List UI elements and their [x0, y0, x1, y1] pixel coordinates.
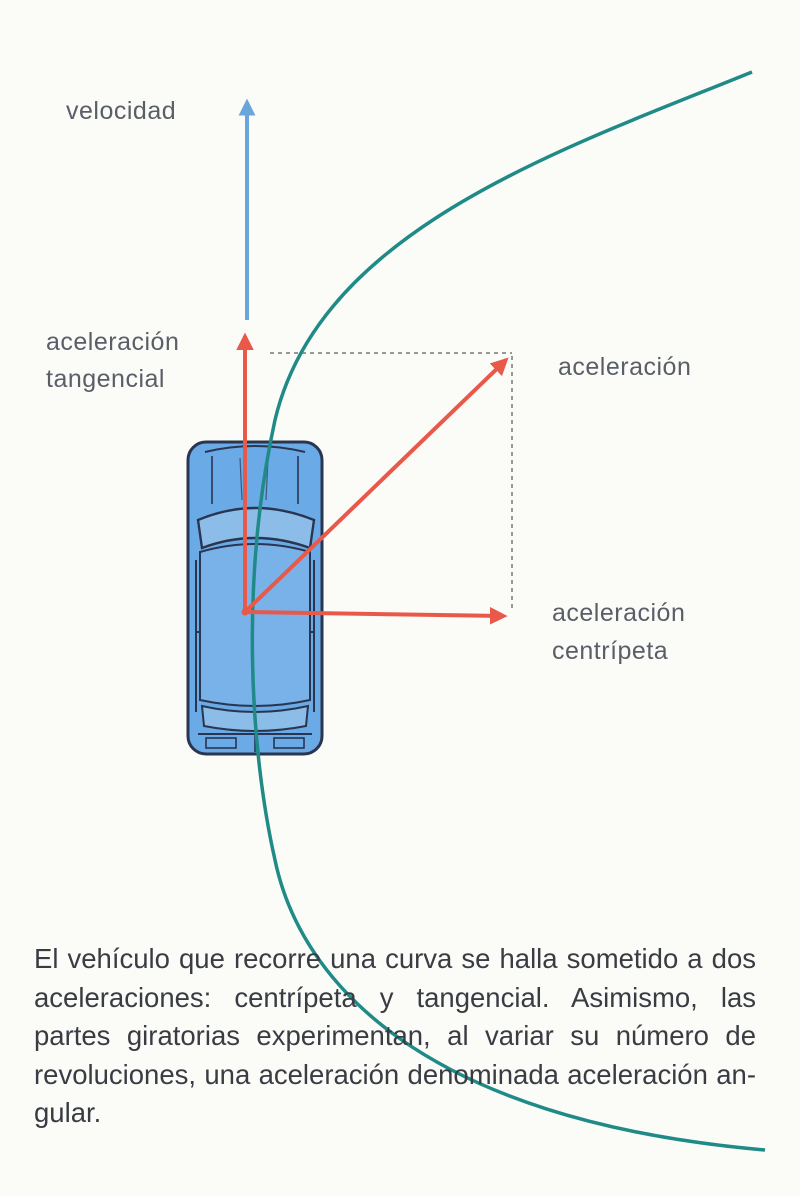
- car-top-view-icon: [186, 440, 324, 756]
- total-acceleration-label: aceleración: [558, 353, 692, 381]
- tangential-acceleration-label-line1: aceleración: [46, 328, 180, 356]
- velocity-label: velocidad: [66, 97, 177, 125]
- tangential-acceleration-label-line2: tangencial: [46, 365, 165, 393]
- total-acceleration-arrow: [243, 357, 509, 614]
- centripetal-acceleration-label-line1: aceleración: [552, 599, 686, 627]
- centripetal-acceleration-arrow: [244, 606, 508, 625]
- centripetal-acceleration-label-line2: centrípeta: [552, 637, 669, 665]
- parallelogram-guides: [270, 352, 513, 612]
- caption-text: El vehículo que recorre una curva se hal…: [34, 943, 756, 1128]
- trajectory-curve: [250, 70, 766, 1152]
- origin-point: [241, 608, 249, 616]
